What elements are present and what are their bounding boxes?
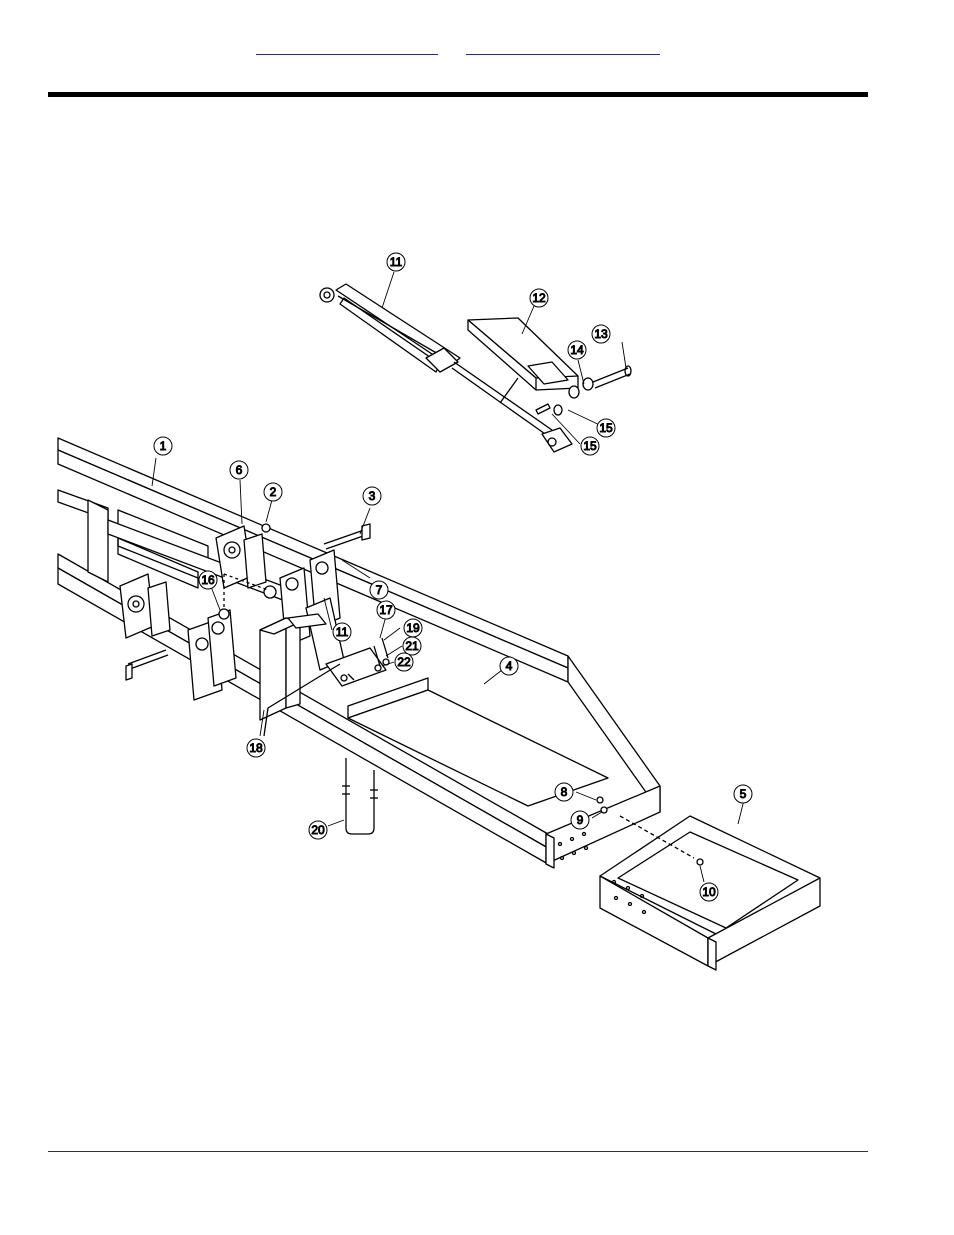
callout-21: 20 — [308, 820, 328, 840]
svg-text:15: 15 — [599, 421, 613, 435]
svg-text:22: 22 — [397, 655, 411, 669]
callout-3: 3 — [362, 486, 382, 506]
svg-text:11: 11 — [390, 255, 403, 269]
callout-15: 14 — [567, 340, 587, 360]
callout-1: 1 — [153, 436, 173, 456]
svg-text:10: 10 — [702, 885, 716, 899]
callout-23: 22 — [394, 652, 414, 672]
callout-22: 21 — [402, 636, 422, 656]
svg-text:9: 9 — [577, 813, 584, 827]
callout-13: 12 — [529, 288, 549, 308]
extension-bracket-drawing — [467, 317, 579, 404]
callout-20: 19 — [403, 618, 423, 638]
svg-text:19: 19 — [406, 621, 420, 635]
callout-10: 10 — [699, 882, 719, 902]
svg-text:2: 2 — [270, 485, 277, 499]
callout-15b: 15 — [596, 418, 616, 438]
svg-text:5: 5 — [740, 787, 747, 801]
leader-lines — [151, 271, 745, 883]
header-rule — [48, 92, 868, 97]
callout-19: 18 — [246, 738, 266, 758]
svg-text:13: 13 — [594, 327, 608, 341]
callout-2: 2 — [263, 482, 283, 502]
svg-text:14: 14 — [570, 343, 584, 357]
callout-4: 4 — [499, 656, 519, 676]
callout-6: 6 — [229, 460, 249, 480]
callout-18: 17 — [376, 600, 396, 620]
callout-12: 11 — [386, 252, 406, 272]
header-link-2[interactable] — [466, 40, 660, 55]
callout-17: 16 — [198, 570, 218, 590]
svg-text:1: 1 — [160, 439, 167, 453]
callout-5: 5 — [733, 784, 753, 804]
parts-diagram: 11 12 13 14 15 15 1 6 2 3 7 16 11 17 19 … — [48, 238, 838, 978]
callout-14: 13 — [591, 324, 611, 344]
svg-text:3: 3 — [369, 489, 376, 503]
svg-text:4: 4 — [506, 659, 513, 673]
callout-11: 11 — [332, 622, 352, 642]
svg-text:16: 16 — [201, 573, 215, 587]
callout-9: 9 — [570, 810, 590, 830]
callout-7: 7 — [369, 580, 389, 600]
bolt-nut-drawing — [596, 796, 608, 814]
svg-text:17: 17 — [379, 603, 393, 617]
header-links — [0, 40, 954, 56]
svg-text:20: 20 — [311, 823, 325, 837]
svg-text:7: 7 — [376, 583, 383, 597]
svg-text:11: 11 — [336, 625, 349, 639]
extension-frame-drawing — [599, 815, 821, 971]
svg-text:12: 12 — [532, 291, 546, 305]
hitch-pins-drawing — [125, 523, 371, 681]
svg-text:15: 15 — [583, 439, 597, 453]
callouts: 11 12 13 14 15 15 1 6 2 3 7 16 11 17 19 … — [153, 252, 753, 902]
callout-8: 8 — [554, 782, 574, 802]
svg-text:8: 8 — [561, 785, 568, 799]
svg-text:18: 18 — [249, 741, 263, 755]
svg-text:6: 6 — [236, 463, 243, 477]
callout-16: 15 — [580, 436, 600, 456]
u-bolt-drawing — [342, 758, 378, 835]
center-tower-drawing — [259, 597, 390, 737]
pin-washer-drawing — [535, 365, 632, 416]
svg-text:21: 21 — [405, 639, 419, 653]
footer-rule — [48, 1151, 868, 1152]
header-link-1[interactable] — [256, 40, 438, 55]
